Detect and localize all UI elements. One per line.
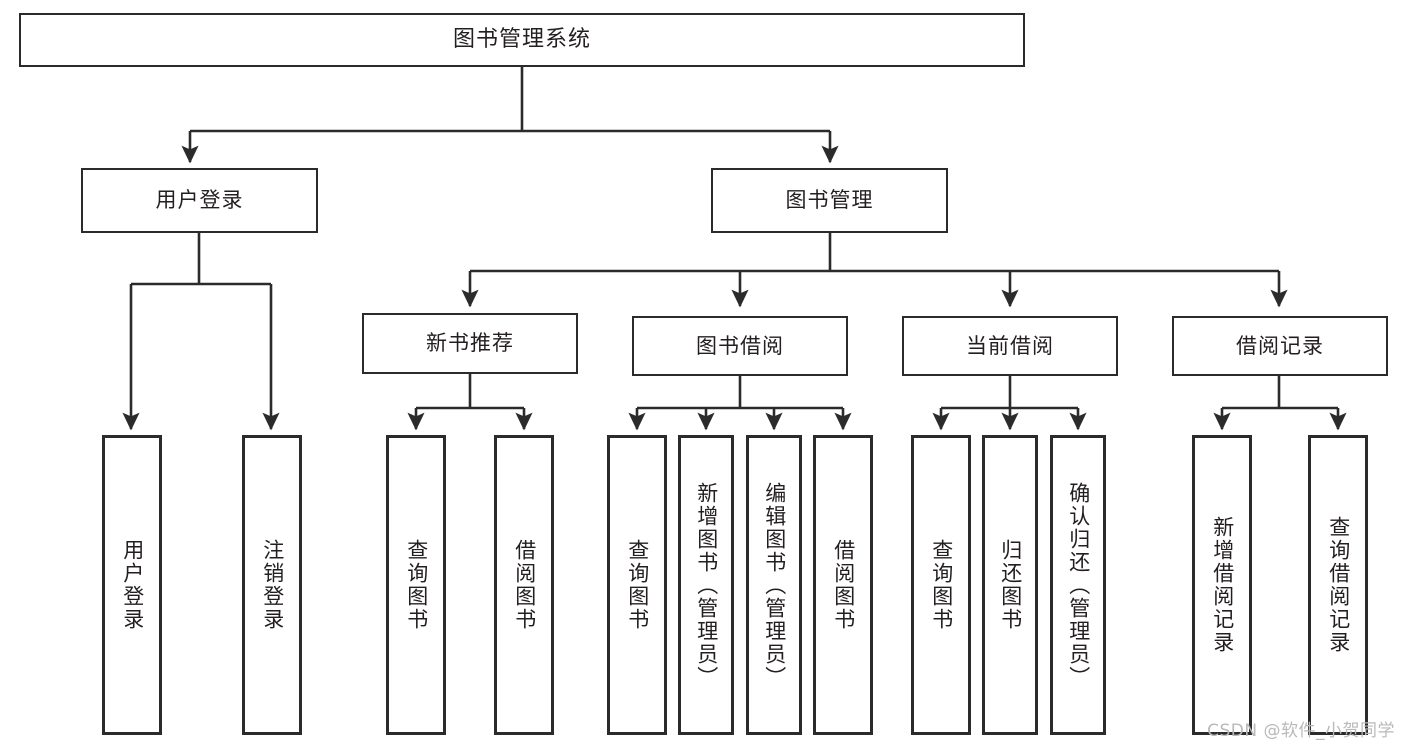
node-leaf-add-book-label: 新增图书（管理员） xyxy=(694,481,719,689)
node-leaf-user-login[interactable]: 用户登录 xyxy=(102,435,162,735)
node-borrow-record-label: 借阅记录 xyxy=(1236,333,1324,358)
node-leaf-borrow-book-1-label: 借阅图书 xyxy=(512,539,537,631)
node-leaf-return-book[interactable]: 归还图书 xyxy=(982,435,1038,735)
node-leaf-query-record[interactable]: 查询借阅记录 xyxy=(1308,435,1368,735)
node-leaf-borrow-book-1[interactable]: 借阅图书 xyxy=(494,435,554,735)
node-leaf-edit-book-label: 编辑图书（管理员） xyxy=(762,481,787,689)
node-leaf-add-record-label: 新增借阅记录 xyxy=(1210,516,1235,654)
node-leaf-query-book-3-label: 查询图书 xyxy=(929,539,954,631)
node-leaf-confirm-return[interactable]: 确认归还（管理员） xyxy=(1050,435,1106,735)
node-leaf-query-book-3[interactable]: 查询图书 xyxy=(911,435,971,735)
node-root-label: 图书管理系统 xyxy=(452,27,591,53)
node-book-manage[interactable]: 图书管理 xyxy=(711,168,948,233)
node-leaf-user-login-label: 用户登录 xyxy=(120,539,145,631)
node-leaf-query-book-2[interactable]: 查询图书 xyxy=(607,435,667,735)
node-book-borrow-label: 图书借阅 xyxy=(696,333,784,358)
node-new-book-rec[interactable]: 新书推荐 xyxy=(362,313,578,374)
node-leaf-borrow-book-2-label: 借阅图书 xyxy=(831,539,856,631)
node-new-book-rec-label: 新书推荐 xyxy=(426,331,514,356)
node-book-manage-label: 图书管理 xyxy=(785,188,874,213)
node-leaf-query-book-2-label: 查询图书 xyxy=(625,539,650,631)
node-book-borrow[interactable]: 图书借阅 xyxy=(632,316,848,376)
node-current-borrow-label: 当前借阅 xyxy=(966,333,1054,358)
node-leaf-borrow-book-2[interactable]: 借阅图书 xyxy=(813,435,873,735)
node-leaf-return-book-label: 归还图书 xyxy=(998,539,1023,631)
node-user-login[interactable]: 用户登录 xyxy=(81,168,318,233)
node-leaf-user-logout[interactable]: 注销登录 xyxy=(242,435,302,735)
node-leaf-query-book-1[interactable]: 查询图书 xyxy=(386,435,446,735)
node-current-borrow[interactable]: 当前借阅 xyxy=(902,316,1118,376)
node-leaf-add-record[interactable]: 新增借阅记录 xyxy=(1192,435,1252,735)
node-borrow-record[interactable]: 借阅记录 xyxy=(1172,316,1388,376)
node-root[interactable]: 图书管理系统 xyxy=(19,13,1025,67)
node-leaf-confirm-return-label: 确认归还（管理员） xyxy=(1066,481,1091,689)
node-leaf-query-book-1-label: 查询图书 xyxy=(404,539,429,631)
watermark: CSDN @软件_小贺同学 xyxy=(1207,721,1395,741)
node-leaf-edit-book[interactable]: 编辑图书（管理员） xyxy=(746,435,802,735)
node-leaf-add-book[interactable]: 新增图书（管理员） xyxy=(678,435,734,735)
node-user-login-label: 用户登录 xyxy=(155,188,244,213)
node-leaf-user-logout-label: 注销登录 xyxy=(260,539,285,631)
node-leaf-query-record-label: 查询借阅记录 xyxy=(1326,516,1351,654)
